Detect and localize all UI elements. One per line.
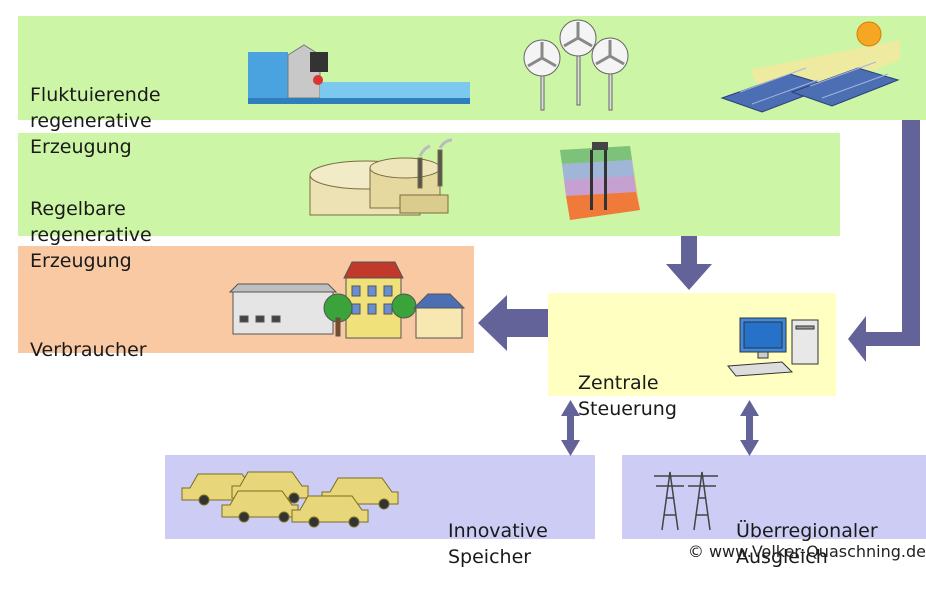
central-control-box — [548, 293, 836, 396]
arrow-fluctuating-to-control — [848, 120, 920, 362]
biogas-plant-icon — [309, 138, 453, 216]
power-pylons-icon — [654, 471, 718, 531]
arrow-controllable-to-control — [666, 236, 712, 290]
balancing-box — [622, 455, 926, 539]
arrow-control-to-consumer — [478, 295, 548, 351]
computer-icon — [727, 317, 819, 377]
arrow-control-balancing — [740, 400, 759, 456]
copyright-notice: © www.Volker-Quaschning.de — [687, 542, 926, 561]
solar-panels-icon — [720, 21, 900, 113]
hydro-dam-icon — [248, 44, 470, 104]
electric-cars-icon — [181, 471, 399, 528]
wind-turbines-icon — [523, 19, 629, 111]
geothermal-icon — [560, 142, 640, 220]
diagram-graphics — [181, 19, 920, 531]
buildings-icon — [228, 261, 466, 339]
consumer-label: Verbraucher — [30, 339, 147, 361]
arrow-control-storage — [561, 400, 580, 456]
